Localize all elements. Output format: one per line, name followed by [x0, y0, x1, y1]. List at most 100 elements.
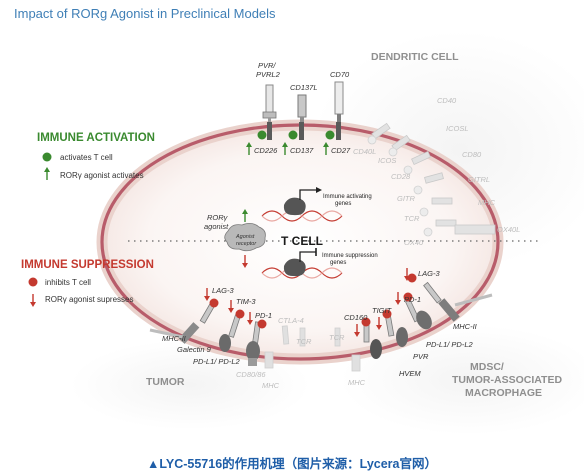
down-arrow-icon	[354, 324, 360, 337]
dim-dot	[367, 135, 377, 145]
down-arrow-icon	[404, 268, 410, 281]
pdl-label: PD-L1/ PD-L2	[193, 357, 241, 366]
mdsc-label-1: MDSC/	[470, 361, 504, 373]
cd28-label: CD28	[391, 172, 411, 181]
tumor-label: TUMOR	[146, 376, 185, 388]
activates-t-cell-label: activates T cell	[60, 153, 113, 162]
ror-supresses-label: RORγ agonist supresses	[45, 295, 133, 304]
galectin9-ligand	[219, 334, 231, 352]
up-arrow-icon	[323, 142, 329, 155]
ox40-label: OX40	[404, 238, 424, 247]
pdl-ligand	[246, 341, 260, 366]
cd40l-label: CD40L	[353, 147, 376, 156]
dim-dot	[419, 207, 429, 217]
mdsc-label-2: TUMOR-ASSOCIATED	[452, 374, 562, 386]
icos-label: ICOS	[378, 156, 396, 165]
green-dot	[257, 130, 267, 140]
up-arrow-icon	[242, 209, 248, 222]
dim-dot	[413, 185, 423, 195]
mhc-ii-label: MHC-II	[453, 322, 477, 331]
pvr-label: PVR	[413, 352, 429, 361]
ror-agonist-label-1: RORγ	[207, 213, 229, 222]
down-arrow-icon	[376, 317, 382, 330]
suppression-genes-label-2: genes	[330, 260, 346, 266]
dim-receptor	[334, 327, 341, 347]
cd137-receptor	[299, 122, 304, 140]
tim3-label: TIM-3	[236, 297, 256, 306]
lag3-receptor	[423, 281, 442, 304]
dim-receptor	[431, 197, 453, 205]
receptor-label-1: Agonist	[235, 234, 255, 240]
down-arrow-icon	[395, 292, 401, 305]
mhc-ii-ligand	[149, 322, 200, 344]
cd70-label: CD70	[330, 70, 350, 79]
green-dot-legend-icon	[42, 152, 52, 162]
inhibits-t-cell-label: inhibits T cell	[45, 278, 91, 287]
green-dot	[325, 130, 335, 140]
red-dot	[407, 273, 417, 283]
red-dot	[209, 298, 219, 308]
pd1-label: PD-1	[404, 295, 421, 304]
icosl-label: ICOSL	[446, 124, 469, 133]
up-arrow-legend-icon	[44, 167, 50, 180]
gitr-label: GITR	[397, 194, 415, 203]
dim-receptor	[435, 219, 457, 227]
dim-receptor	[264, 351, 274, 369]
tcr-label: TCR	[404, 214, 420, 223]
mhc-label: MHC	[478, 198, 496, 207]
mhc-ii-ligand	[438, 293, 493, 322]
dim-receptor	[351, 354, 361, 372]
cd70-ligand	[334, 81, 344, 128]
dim-receptor	[281, 325, 290, 345]
dim-receptor	[454, 224, 496, 235]
immune-suppression-header: IMMUNE SUPPRESSION	[21, 259, 154, 271]
mdsc-label-3: MACROPHAGE	[465, 387, 542, 399]
pdl-label: PD-L1/ PD-L2	[426, 340, 474, 349]
activating-genes-label-1: Immune activating	[323, 194, 372, 200]
lag3-label: LAG-3	[212, 286, 235, 295]
cd226-receptor	[267, 122, 272, 140]
cd160-label: CD160	[344, 313, 368, 322]
tcr-label: TCR	[329, 333, 345, 342]
hvem-label: HVEM	[399, 369, 421, 378]
red-dot	[403, 292, 413, 302]
suppression-dna-icon	[261, 248, 343, 279]
cd137-label: CD137	[290, 146, 314, 155]
receptor-label-2: receptor	[236, 241, 257, 247]
cd40-label: CD40	[437, 96, 457, 105]
figure-caption: ▲LYC-55716的作用机理（图片来源：Lycera官网）	[147, 457, 437, 471]
dim-receptor	[424, 172, 444, 184]
activating-genes-label-2: genes	[335, 201, 351, 207]
pvr-ligand	[396, 327, 408, 347]
mhc-ii-label: MHC-II	[162, 334, 186, 343]
down-arrow-icon	[247, 312, 253, 325]
tcr-label: TCR	[296, 337, 312, 346]
pd1-label: PD-1	[255, 311, 272, 320]
dim-receptor	[299, 327, 306, 347]
cd27-label: CD27	[331, 146, 351, 155]
mhc-label: MHC	[262, 381, 280, 390]
lag3-label: LAG-3	[418, 269, 441, 278]
green-dot	[288, 130, 298, 140]
cd137l-label: CD137L	[290, 83, 318, 92]
ror-activates-label: RORγ agonist activates	[60, 171, 144, 180]
pvr-label-2: PVRL2	[256, 70, 281, 79]
red-dot-legend-icon	[28, 277, 38, 287]
red-dot	[257, 319, 267, 329]
down-arrow-legend-icon	[30, 294, 36, 307]
cd8086-label: CD80/86	[236, 370, 266, 379]
up-arrow-icon	[246, 142, 252, 155]
dim-receptor	[411, 150, 431, 166]
dim-dot	[403, 165, 413, 175]
mdsc-cell-shape	[340, 325, 584, 435]
hvem-ligand	[370, 339, 382, 359]
suppression-genes-label-1: Immune suppression	[322, 253, 378, 259]
tigit-label: TIGIT	[372, 306, 393, 315]
dendritic-cell-label: DENDRITIC CELL	[371, 51, 459, 63]
red-dot	[361, 317, 371, 327]
t-cell-label: T CELL	[281, 234, 323, 248]
dim-dot	[423, 227, 433, 237]
cd27-receptor	[336, 122, 341, 140]
mechanism-diagram: PVR/ PVRL2 CD137L CD70 CD226 CD137 CD27 …	[21, 30, 584, 435]
red-dot	[235, 309, 245, 319]
